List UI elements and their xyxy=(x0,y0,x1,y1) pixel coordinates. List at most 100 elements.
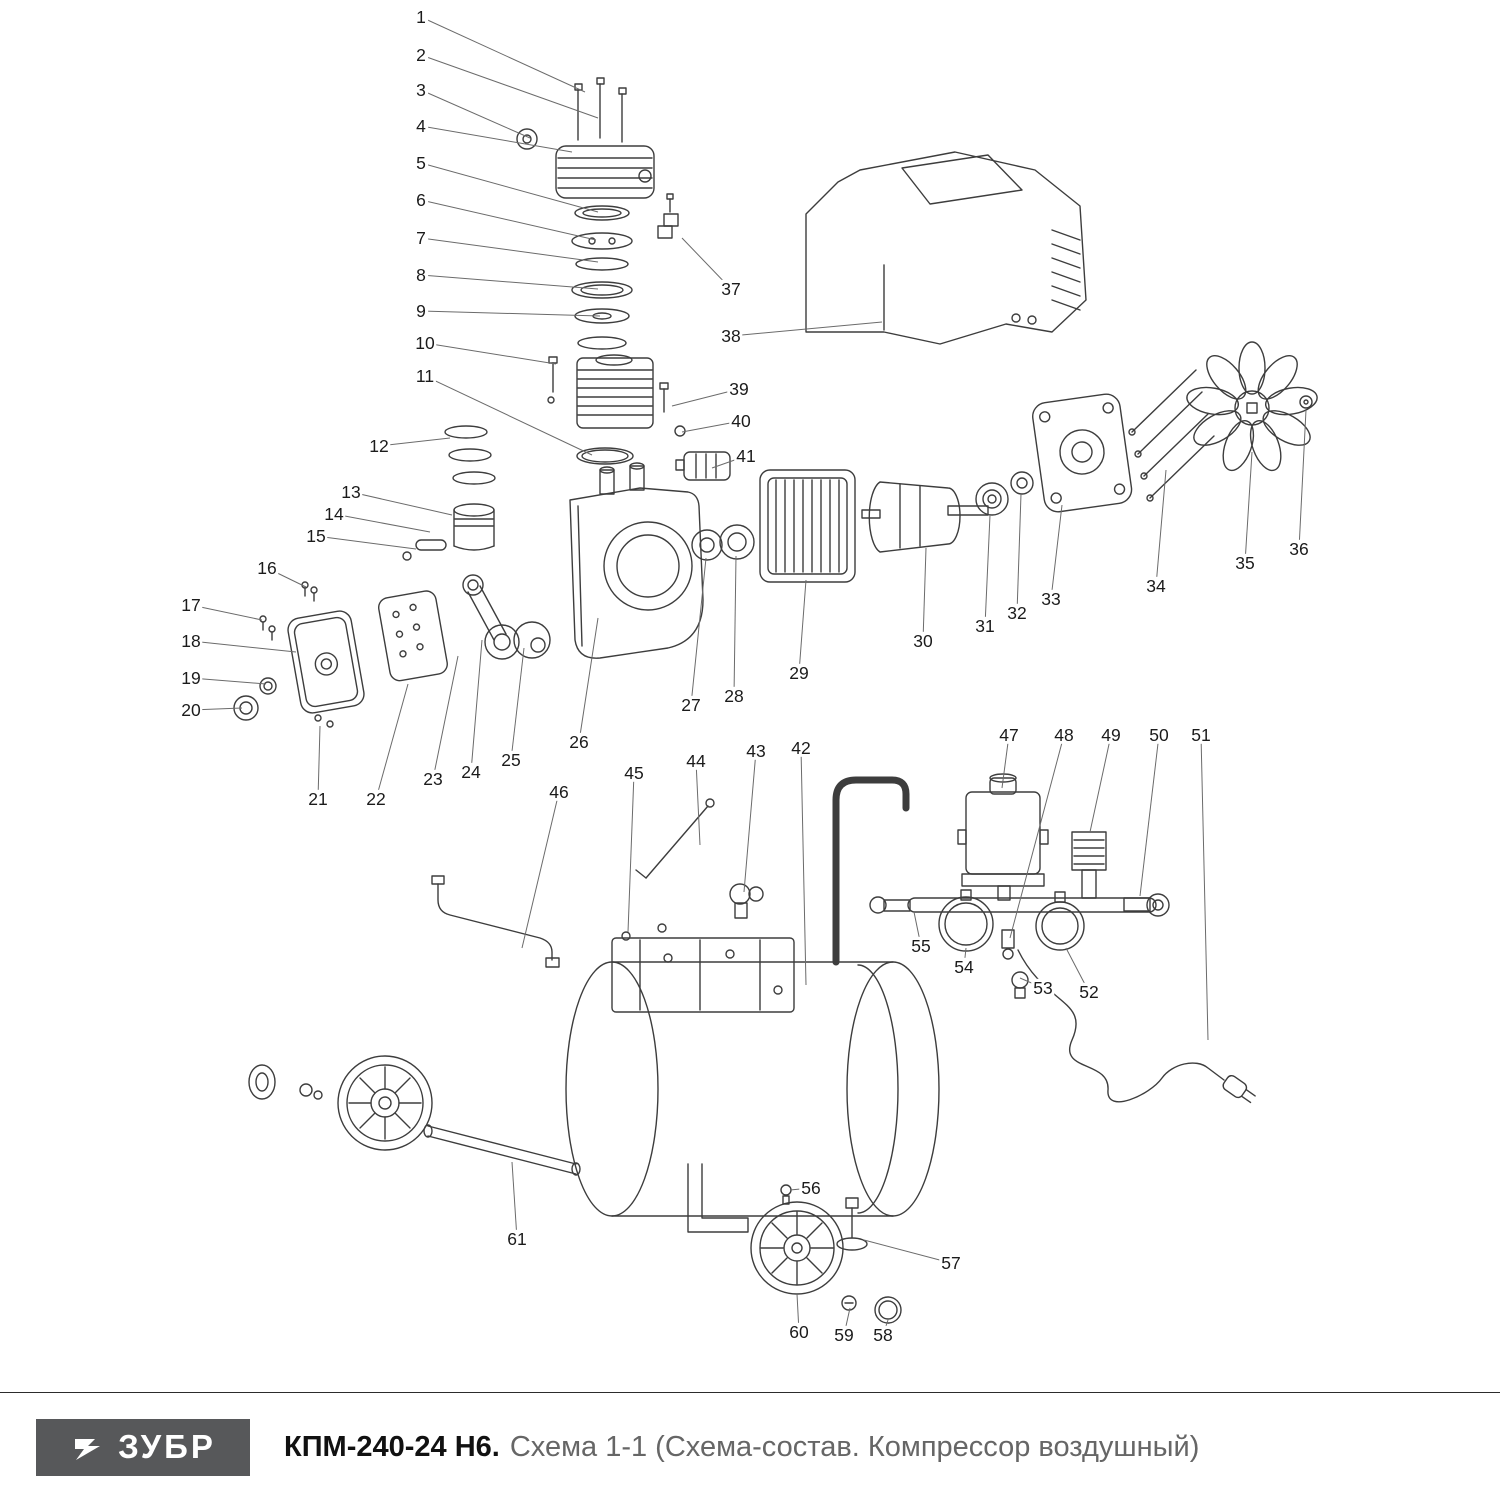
part-label-13: 13 xyxy=(339,481,363,502)
part-label-19: 19 xyxy=(179,667,203,688)
model-number: КПМ-240-24 Н6. xyxy=(284,1430,500,1463)
shroud-drawing xyxy=(805,151,1087,345)
part-label-1: 1 xyxy=(414,6,428,27)
leader-line-11 xyxy=(424,375,593,456)
diagram-title: КПМ-240-24 Н6. Схема 1-1 (Схема-состав. К… xyxy=(284,1431,1199,1464)
part-label-60: 60 xyxy=(787,1321,811,1342)
leader-line-13 xyxy=(350,491,453,516)
bearing-drawing xyxy=(975,471,1034,516)
part-label-23: 23 xyxy=(421,768,445,789)
leader-line-29 xyxy=(798,579,807,674)
tank-drawing xyxy=(565,961,940,1233)
rotor-drawing xyxy=(861,481,989,553)
stator-drawing xyxy=(759,469,856,583)
head-bolts-drawing xyxy=(574,77,627,143)
leader-line-61 xyxy=(511,1161,518,1240)
leader-line-30 xyxy=(922,547,927,642)
part-label-54: 54 xyxy=(952,956,976,977)
leader-line-42 xyxy=(800,747,807,986)
part-label-3: 3 xyxy=(414,79,428,100)
piston-rings-drawing xyxy=(444,425,496,485)
leader-line-57 xyxy=(863,1239,952,1264)
leader-line-26 xyxy=(578,617,599,743)
part-label-31: 31 xyxy=(973,615,997,636)
leader-line-28 xyxy=(733,555,737,697)
brand-name: ЗУБР xyxy=(118,1428,216,1465)
part-label-45: 45 xyxy=(622,762,646,783)
leader-line-17 xyxy=(190,604,263,621)
leader-line-12 xyxy=(378,437,451,447)
part-label-52: 52 xyxy=(1077,981,1101,1002)
part-label-33: 33 xyxy=(1039,588,1063,609)
part-label-5: 5 xyxy=(414,152,428,173)
part-label-12: 12 xyxy=(367,435,391,456)
leader-line-10 xyxy=(424,342,557,365)
leader-line-32 xyxy=(1016,493,1022,614)
part-label-49: 49 xyxy=(1099,724,1123,745)
valve-plates-drawing xyxy=(571,205,633,350)
part-label-39: 39 xyxy=(727,378,751,399)
pressure-switch-drawing xyxy=(869,773,1170,999)
part-label-9: 9 xyxy=(414,300,428,321)
leader-line-19 xyxy=(190,677,267,685)
part-label-36: 36 xyxy=(1287,538,1311,559)
crankcase-drawing xyxy=(569,462,704,659)
cylinder-bolt-drawing xyxy=(547,356,558,404)
part-label-47: 47 xyxy=(997,724,1021,745)
part-label-35: 35 xyxy=(1233,552,1257,573)
part-label-59: 59 xyxy=(832,1324,856,1345)
leader-line-4 xyxy=(420,125,573,153)
leader-line-46 xyxy=(521,791,560,949)
leader-line-45 xyxy=(627,772,635,933)
leader-line-2 xyxy=(420,54,599,119)
long-bolts-drawing xyxy=(1128,369,1215,502)
axle-drawing xyxy=(423,1124,581,1176)
left-wheel-drawing xyxy=(248,1055,433,1151)
part-label-22: 22 xyxy=(364,788,388,809)
fan-drawing xyxy=(1186,341,1318,472)
leader-line-21 xyxy=(317,725,321,800)
part-label-25: 25 xyxy=(499,749,523,770)
leader-line-7 xyxy=(420,237,599,263)
part-label-37: 37 xyxy=(719,278,743,299)
leader-line-34 xyxy=(1155,469,1167,587)
elbow-fitting-drawing xyxy=(657,193,679,239)
leader-line-22 xyxy=(375,683,409,800)
part-label-28: 28 xyxy=(722,685,746,706)
part-label-50: 50 xyxy=(1147,724,1171,745)
zubr-logo: ЗУБР xyxy=(36,1418,250,1476)
part-label-21: 21 xyxy=(306,788,330,809)
leader-line-8 xyxy=(420,274,599,290)
leader-line-48 xyxy=(1009,734,1065,939)
leader-line-18 xyxy=(190,640,297,653)
leader-lines-layer xyxy=(190,16,1307,1336)
leader-line-27 xyxy=(690,557,707,706)
part-label-11: 11 xyxy=(413,365,437,386)
part-label-27: 27 xyxy=(679,694,703,715)
leader-line-33 xyxy=(1050,504,1063,600)
washer-drawing xyxy=(516,128,538,150)
part-label-43: 43 xyxy=(744,740,768,761)
part-label-20: 20 xyxy=(179,699,203,720)
leader-line-35 xyxy=(1244,451,1253,564)
cylinder-head-drawing xyxy=(555,145,655,199)
handle-drawing xyxy=(832,776,910,966)
shaft-washers-drawing xyxy=(691,524,755,561)
cylinder-drawing xyxy=(576,354,654,429)
part-label-2: 2 xyxy=(414,44,428,65)
leader-line-15 xyxy=(315,535,417,550)
part-label-32: 32 xyxy=(1005,602,1029,623)
part-label-10: 10 xyxy=(413,332,437,353)
part-label-29: 29 xyxy=(787,662,811,683)
leader-line-5 xyxy=(420,162,599,213)
gasket-plate-drawing xyxy=(378,590,448,682)
leader-line-44 xyxy=(695,760,701,846)
leader-line-50 xyxy=(1139,734,1160,897)
part-label-30: 30 xyxy=(911,630,935,651)
leader-line-9 xyxy=(420,310,601,317)
part-label-15: 15 xyxy=(304,525,328,546)
part-label-26: 26 xyxy=(567,731,591,752)
part-label-42: 42 xyxy=(789,737,813,758)
exploded-diagram xyxy=(190,16,1318,1336)
scheme-subtitle: Схема 1-1 (Схема-состав. Компрессор возд… xyxy=(509,1430,1200,1463)
